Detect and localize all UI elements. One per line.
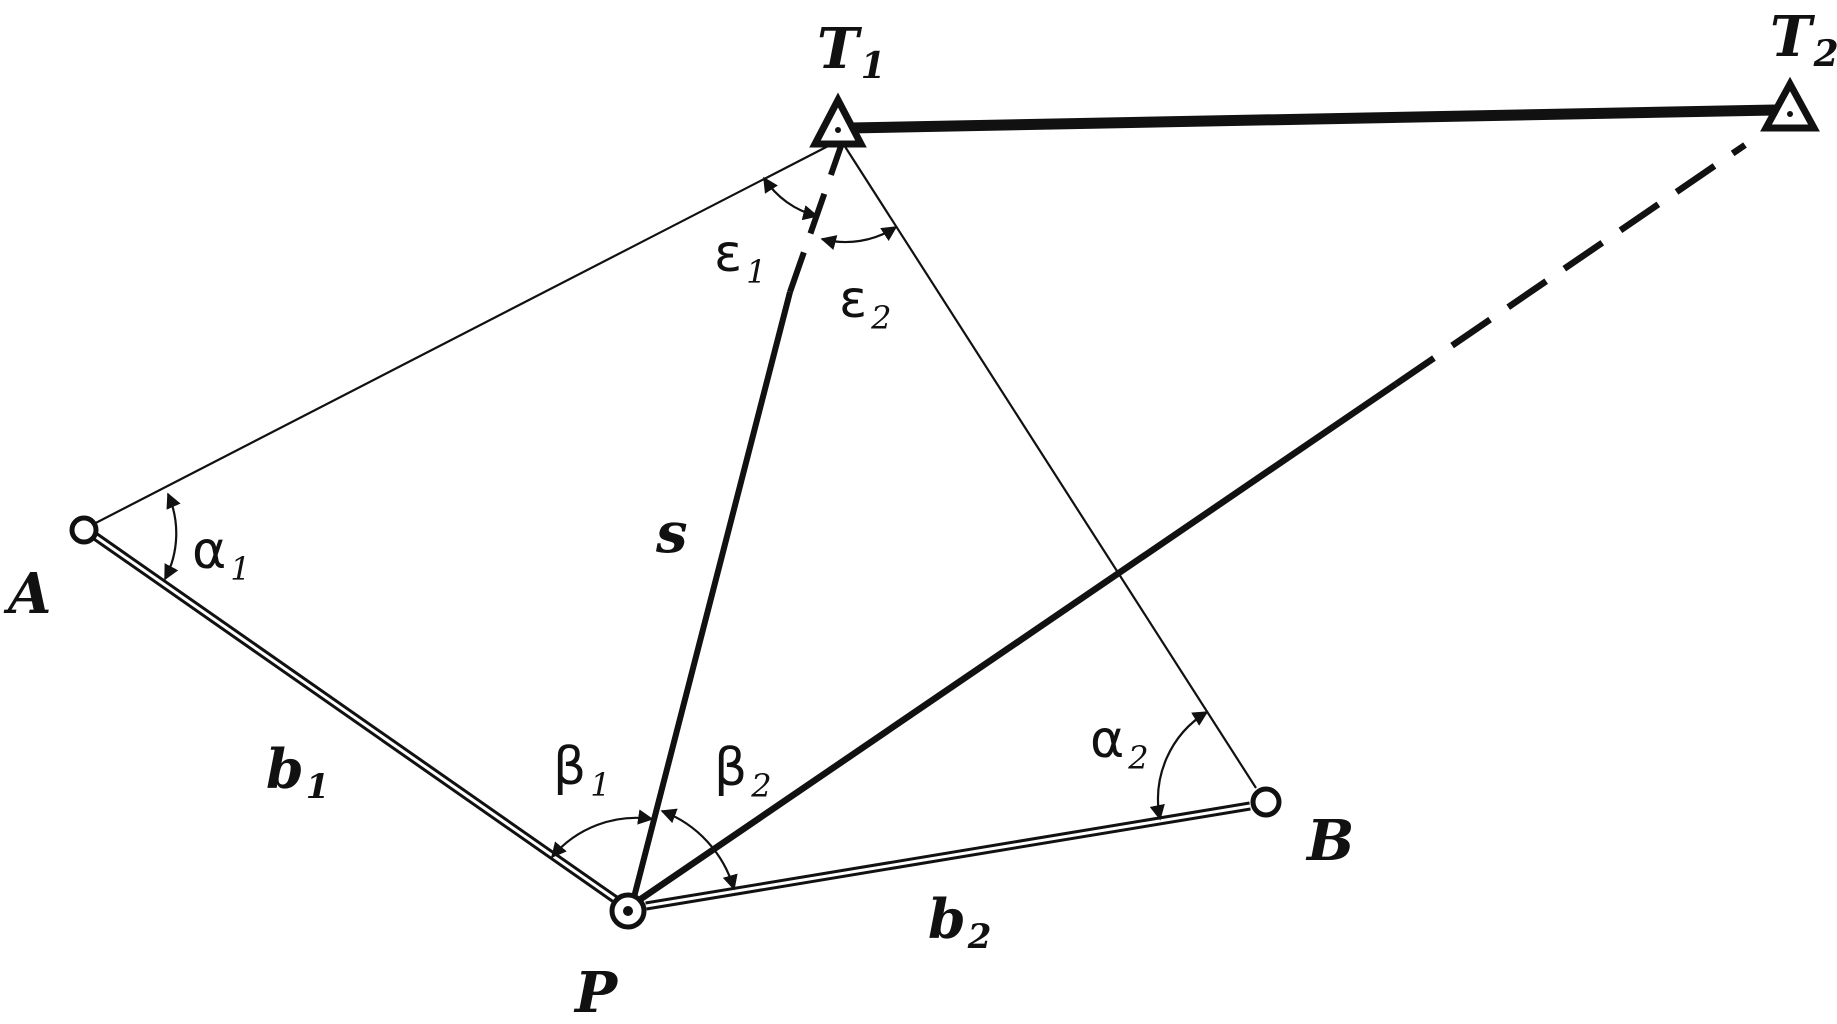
angle-arc-alpha2 (1149, 711, 1209, 821)
station-t2-icon (1760, 76, 1820, 132)
point-p-icon (609, 892, 647, 930)
station-t1-icon (809, 92, 867, 148)
point-b-icon (1250, 786, 1282, 818)
label-t2: T2 (1770, 4, 1837, 75)
angle-arc-alpha1 (164, 492, 181, 581)
label-p: P (573, 960, 619, 1024)
line-s-solid (629, 291, 793, 906)
angle-arc-epsilon1 (763, 176, 819, 221)
label-s: s (655, 500, 688, 566)
line-p-t2-dashed (1394, 142, 1747, 387)
line-s-dashed (787, 145, 844, 293)
label-b: B (1305, 808, 1354, 874)
sight-line-t1-b (843, 144, 1257, 789)
angle-arc-epsilon2 (820, 226, 898, 250)
point-a-icon (69, 515, 99, 545)
angle-arc-beta2 (660, 808, 738, 891)
sight-line-a-t1 (83, 141, 837, 530)
angle-arc-beta1 (551, 809, 654, 859)
label-b2: b2 (928, 887, 991, 957)
baseline-b1 (89, 530, 619, 904)
label-t1: T1 (817, 16, 886, 87)
label-a: A (3, 561, 51, 627)
baseline-b2 (645, 801, 1251, 911)
line-p-t2-solid (630, 381, 1398, 908)
base-line-t1-t2 (849, 104, 1776, 134)
label-b1: b1 (266, 737, 329, 807)
